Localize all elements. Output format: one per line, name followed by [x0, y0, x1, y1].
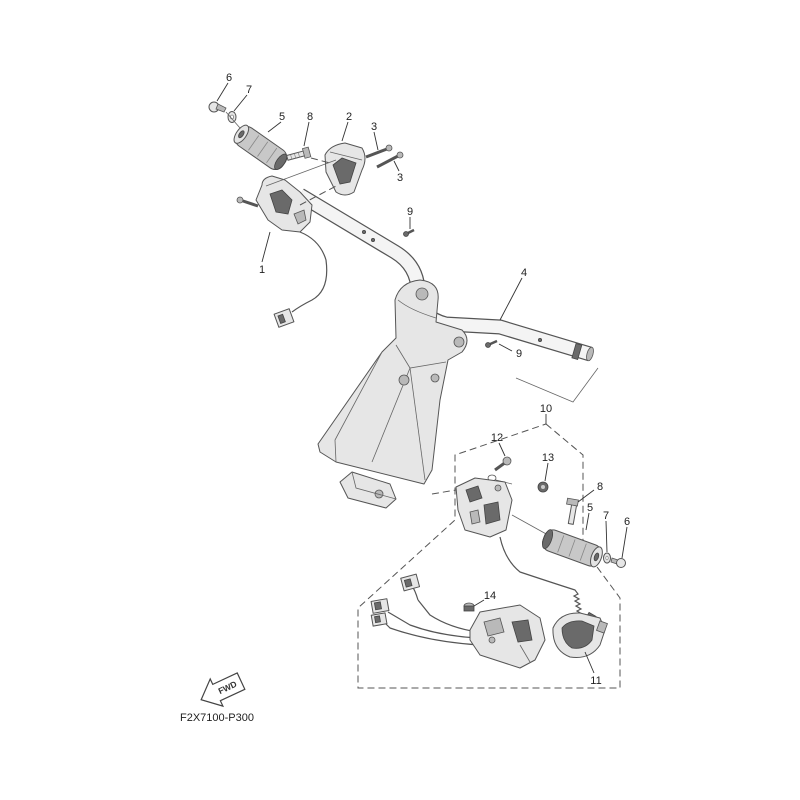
screw-8-right: [566, 497, 579, 525]
callout-13: 13: [542, 452, 554, 464]
switch-harness-wires: [383, 585, 481, 646]
switch-housing-10: [455, 477, 513, 538]
switch-cover-11: [552, 612, 608, 658]
connector-c: [370, 612, 388, 627]
screw-3-upper: [365, 144, 393, 159]
callout-7-right: 7: [603, 510, 609, 522]
nut-14: [463, 602, 475, 612]
callout-12: 12: [491, 432, 503, 444]
callout-6-right: 6: [624, 516, 630, 528]
callout-5-left: 5: [279, 111, 285, 123]
connector-a: [400, 573, 421, 592]
callout-5-right: 5: [587, 502, 593, 514]
switch-housing-14: [469, 604, 546, 669]
callout-1: 1: [259, 264, 265, 276]
steering-column: [317, 279, 468, 485]
diagram-code: F2X7100-P300: [180, 712, 254, 724]
grip-5-right: [542, 529, 603, 568]
switch-wire: [499, 536, 584, 617]
screw-9-upper: [403, 228, 415, 237]
bolt-6-right: [610, 557, 626, 568]
callout-7-left: 7: [246, 84, 252, 96]
callout-8-right: 8: [597, 481, 603, 493]
callout-11: 11: [590, 675, 601, 687]
screw-9-lower: [485, 339, 498, 348]
group-10-outline: [357, 423, 621, 689]
callout-9-lower: 9: [516, 348, 522, 360]
screw-12: [487, 456, 512, 482]
fwd-arrow-icon: FWD: [200, 672, 246, 708]
callout-8-left: 8: [307, 111, 313, 123]
group-bracket-line: [515, 367, 599, 403]
washer-7-right: [603, 552, 611, 564]
callout-10: 10: [540, 403, 552, 415]
screw-8-left: [286, 146, 312, 161]
washer-7-left: [227, 111, 237, 123]
callout-9-upper: 9: [407, 206, 413, 218]
callout-numbers: 6 7 5 8 2 3 3 9 1 4 9 10 12 13 8 5 7 6 1…: [226, 72, 630, 687]
grip-5-left: [233, 124, 288, 171]
callout-3-upper: 3: [371, 121, 377, 133]
callout-3-lower: 3: [397, 172, 403, 184]
callout-4: 4: [521, 267, 527, 279]
screw-3-lower: [376, 151, 404, 169]
callout-6-left: 6: [226, 72, 232, 84]
leader-lines: [216, 82, 628, 674]
column-bottom-clamp: [339, 471, 397, 509]
bolt-6-left: [208, 101, 227, 113]
callout-2: 2: [346, 111, 352, 123]
callout-14: 14: [484, 590, 496, 602]
switch-housing-2: [324, 142, 366, 196]
switch-housing-1: [236, 175, 328, 328]
nut-13: [537, 481, 549, 493]
connector-b: [370, 598, 390, 614]
